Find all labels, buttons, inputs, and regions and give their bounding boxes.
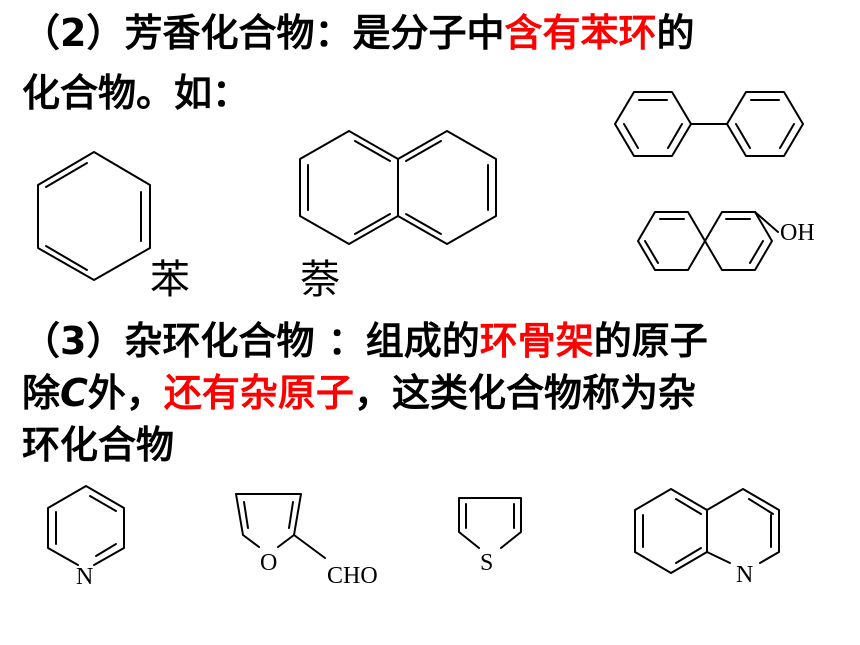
section3-line2-mid: 外， (87, 371, 164, 415)
section3-number: （3） (22, 319, 125, 363)
section3-line3: 环化合物 (22, 423, 175, 467)
section3-highlight2: 还有杂原子 (163, 371, 354, 415)
benzene-structure (37, 151, 151, 281)
section2-line2: 化合物。如： (22, 71, 251, 115)
section3-line2: 除C外，还有杂原子，这类化合物称为杂 (22, 370, 696, 416)
section2-number: （2） (22, 11, 125, 55)
section3-highlight1: 环骨架 (479, 319, 594, 363)
section3-line1: （3）杂环化合物 ：组成的环骨架的原子 (22, 318, 708, 364)
section2-highlight: 含有苯环 (504, 11, 657, 55)
section2-def-post: 的 (656, 11, 695, 55)
biphenyl-structure (614, 91, 804, 157)
section2-line1: （2）芳香化合物：是分子中含有苯环的 (22, 10, 695, 56)
carbon-symbol: C (60, 371, 88, 415)
naphthalene-structure (299, 130, 497, 245)
section2-def-pre: 是分子中 (352, 11, 505, 55)
naphthalene-caption: 萘 (300, 257, 340, 303)
pyridine-structure: N (47, 485, 125, 590)
section3-title: 杂环化合物 ： (124, 319, 366, 363)
section3-line2-post: ，这类化合物称为杂 (353, 371, 696, 415)
thiophene-s-label: S (480, 550, 493, 576)
section3-def1: 组成的 (365, 319, 480, 363)
naphthol-structure: OH (637, 211, 815, 271)
furan-o-label: O (260, 550, 277, 576)
naphthol-oh-label: OH (780, 220, 815, 246)
thiophene-structure: S (458, 497, 522, 576)
section2-title: 芳香化合物： (124, 11, 353, 55)
furan-cho-label: CHO (327, 563, 378, 589)
pyridine-n-label: N (76, 564, 93, 590)
quinoline-structure: N (634, 488, 780, 588)
furfural-structure: O CHO (235, 493, 378, 589)
section3-line2-pre: 除 (22, 371, 61, 415)
quinoline-n-label: N (736, 562, 753, 588)
benzene-caption: 苯 (150, 257, 190, 303)
section3-def2: 的原子 (593, 319, 708, 363)
